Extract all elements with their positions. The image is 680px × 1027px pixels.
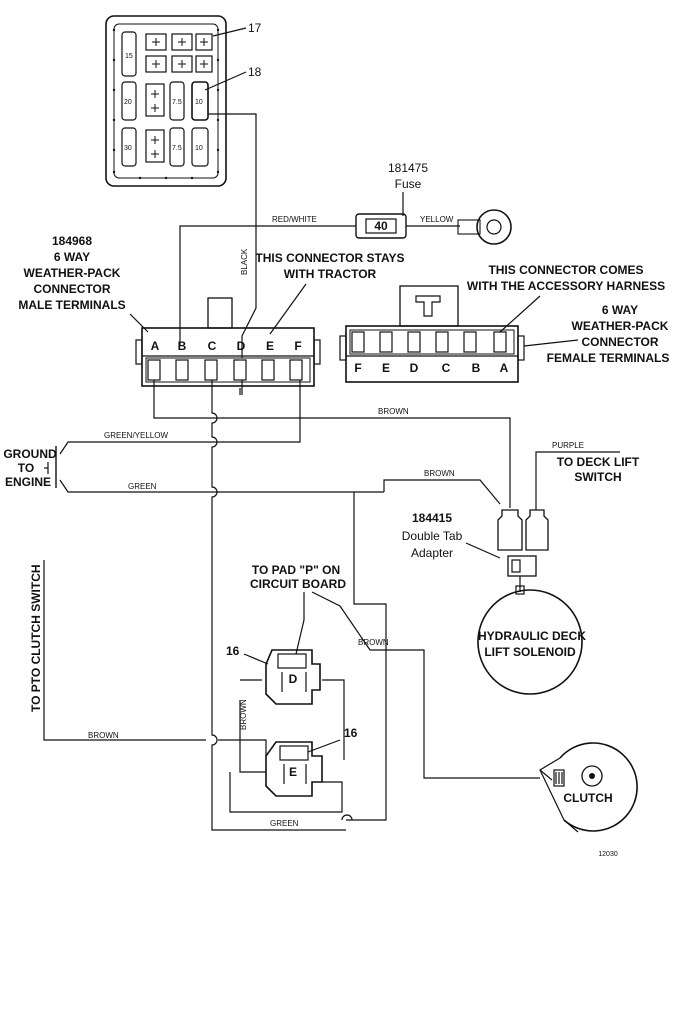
male-connector-part: 184968 <box>52 234 92 248</box>
wire-label-brown-top: BROWN <box>378 407 409 416</box>
wire-label-black: BLACK <box>240 248 249 275</box>
wire-label-green-bottom: GREEN <box>270 819 299 828</box>
female-pin-a: A <box>500 361 509 375</box>
note-stays-line1: THIS CONNECTOR STAYS <box>255 251 404 265</box>
solenoid-line1: HYDRAULIC DECK <box>478 629 586 643</box>
male-pin-b: B <box>178 339 187 353</box>
adapter-part: 184415 <box>412 511 452 525</box>
double-tab-adapter <box>497 509 549 595</box>
female-pin-c: C <box>442 361 451 375</box>
female-pin-b: B <box>472 361 481 375</box>
male-pin-a: A <box>151 339 160 353</box>
female-pin-e: E <box>382 361 390 375</box>
ground-line1: GROUND <box>3 447 57 461</box>
fuse-label: Fuse <box>395 177 422 191</box>
male-pin-f: F <box>294 339 301 353</box>
callout-16-d: 16 <box>226 644 240 658</box>
female-connector: F E D C B A <box>339 285 525 383</box>
male-connector: A B C D E F <box>135 297 321 387</box>
pad-line1: TO PAD "P" ON <box>252 563 340 577</box>
note-comes-line2: WITH THE ACCESSORY HARNESS <box>467 279 665 293</box>
svg-text:10: 10 <box>195 99 203 106</box>
ground-line3: ENGINE <box>5 475 51 489</box>
female-connector-line3: CONNECTOR <box>581 335 658 349</box>
fuse-rating: 40 <box>374 219 388 233</box>
module-d: D <box>265 649 321 705</box>
note-stays-line2: WITH TRACTOR <box>284 267 377 281</box>
female-connector-line4: FEMALE TERMINALS <box>547 351 670 365</box>
female-connector-line2: WEATHER-PACK <box>572 319 669 333</box>
clutch <box>538 742 638 833</box>
callout-18-leader <box>204 71 247 91</box>
module-e-letter: E <box>289 765 297 779</box>
callout-16-e: 16 <box>344 726 358 740</box>
deck-lift-line1: TO DECK LIFT <box>557 455 640 469</box>
fuse-relay-block: 15 20 7.5 10 30 7.5 10 <box>105 15 227 187</box>
male-connector-line3: CONNECTOR <box>33 282 110 296</box>
callout-17: 17 <box>248 21 262 35</box>
male-pin-c: C <box>208 339 217 353</box>
adapter-line1: Double Tab <box>402 529 463 543</box>
wire-label-brown-pad: BROWN <box>358 638 389 647</box>
male-connector-line4: MALE TERMINALS <box>18 298 125 312</box>
hydraulic-solenoid <box>477 589 583 695</box>
wire-label-red-white: RED/WHITE <box>272 215 317 224</box>
ground-symbol <box>44 446 57 488</box>
ground-line2: TO <box>18 461 34 475</box>
svg-text:20: 20 <box>124 99 132 106</box>
wire-label-green-ground: GREEN <box>128 482 157 491</box>
note-comes-line1: THIS CONNECTOR COMES <box>488 263 643 277</box>
pad-line2: CIRCUIT BOARD <box>250 577 346 591</box>
male-connector-line2: WEATHER-PACK <box>24 266 121 280</box>
wire-label-green-yellow: GREEN/YELLOW <box>104 431 168 440</box>
svg-text:30: 30 <box>124 145 132 152</box>
module-d-letter: D <box>289 672 298 686</box>
deck-lift-line2: SWITCH <box>574 470 621 484</box>
wire-label-yellow: YELLOW <box>420 215 454 224</box>
inline-fuse: 40 <box>355 213 407 239</box>
svg-text:7.5: 7.5 <box>172 99 182 106</box>
solenoid-line2: LIFT SOLENOID <box>484 645 576 659</box>
clutch-label: CLUTCH <box>563 791 612 805</box>
adapter-line2: Adapter <box>411 546 453 560</box>
wire-label-brown-adapter: BROWN <box>424 469 455 478</box>
wire-label-brown-pto: BROWN <box>88 731 119 740</box>
male-connector-line1: 6 WAY <box>54 250 90 264</box>
module-e: E <box>265 741 323 797</box>
ring-terminal <box>476 209 512 245</box>
pto-switch-label: TO PTO CLUTCH SWITCH <box>29 564 43 712</box>
svg-text:10: 10 <box>195 145 203 152</box>
figure-id: 12030 <box>598 851 618 858</box>
male-pin-d: D <box>237 339 246 353</box>
female-pin-f: F <box>354 361 361 375</box>
fuse-part-number: 181475 <box>388 161 428 175</box>
male-pin-e: E <box>266 339 274 353</box>
callout-17-leader <box>212 27 247 37</box>
wire-label-brown-vertical: BROWN <box>239 699 248 730</box>
callout-18: 18 <box>248 65 262 79</box>
svg-text:7.5: 7.5 <box>172 145 182 152</box>
wire-label-purple: PURPLE <box>552 441 584 450</box>
female-pin-d: D <box>410 361 419 375</box>
female-connector-line1: 6 WAY <box>602 303 638 317</box>
svg-text:15: 15 <box>125 53 133 60</box>
